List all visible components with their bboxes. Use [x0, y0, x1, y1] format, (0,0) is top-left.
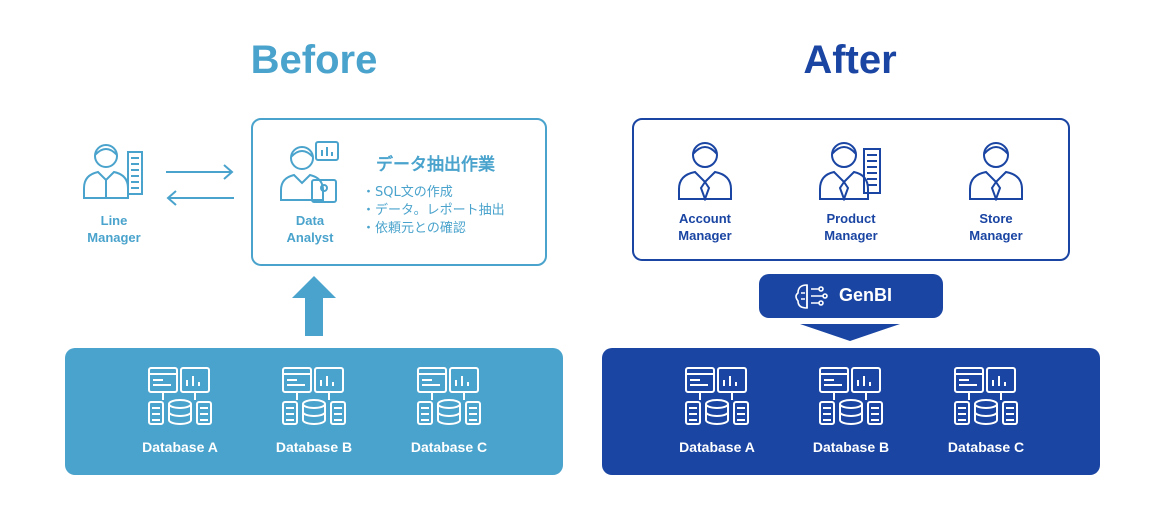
down-triangle-icon [800, 324, 900, 341]
database-icon [954, 367, 1018, 425]
after-title: After [803, 38, 897, 82]
after-database-panel: Database A Database B Database C [602, 348, 1100, 475]
database-icon [282, 367, 346, 425]
task-title: データ抽出作業 [376, 155, 495, 175]
store-manager-label: Store Manager [969, 211, 1023, 243]
product-manager-icon [818, 137, 884, 202]
database-label: Database C [947, 439, 1025, 455]
database-label: Database A [142, 439, 218, 455]
database-a: Database A [662, 366, 772, 455]
analyst-box [251, 118, 547, 266]
task-item: 依頼元との確認 [362, 220, 505, 238]
database-b: Database B [259, 366, 369, 455]
database-label: Database B [812, 439, 890, 455]
account-manager-label: Account Manager [678, 211, 732, 243]
genbi-badge: GenBI [759, 274, 943, 318]
data-analyst-icon [278, 138, 344, 204]
line-manager-label: Line Manager [87, 213, 141, 245]
task-item: SQL文の作成 [362, 184, 505, 202]
product-manager-label: Product Manager [824, 211, 878, 243]
exchange-arrows [166, 164, 234, 206]
brain-circuit-icon [795, 284, 828, 309]
database-icon [685, 367, 749, 425]
database-a: Database A [125, 366, 235, 455]
up-arrow-icon [292, 276, 336, 336]
data-analyst-label: Data Analyst [286, 213, 334, 245]
database-c: Database C [931, 366, 1041, 455]
account-manager-icon [675, 137, 735, 202]
task-item: データ。レポート抽出 [362, 202, 505, 220]
database-label: Database C [410, 439, 488, 455]
database-label: Database B [275, 439, 353, 455]
database-icon [148, 367, 212, 425]
database-label: Database A [679, 439, 755, 455]
before-title: Before [250, 38, 378, 82]
store-manager-icon [966, 137, 1026, 202]
managers-box [632, 118, 1070, 261]
database-icon [417, 367, 481, 425]
database-icon [819, 367, 883, 425]
task-list: SQL文の作成 データ。レポート抽出 依頼元との確認 [362, 184, 505, 238]
line-manager-icon [78, 140, 150, 200]
database-c: Database C [394, 366, 504, 455]
database-b: Database B [796, 366, 906, 455]
genbi-label: GenBI [839, 285, 893, 305]
before-database-panel: Database A Database B Database C [65, 348, 563, 475]
